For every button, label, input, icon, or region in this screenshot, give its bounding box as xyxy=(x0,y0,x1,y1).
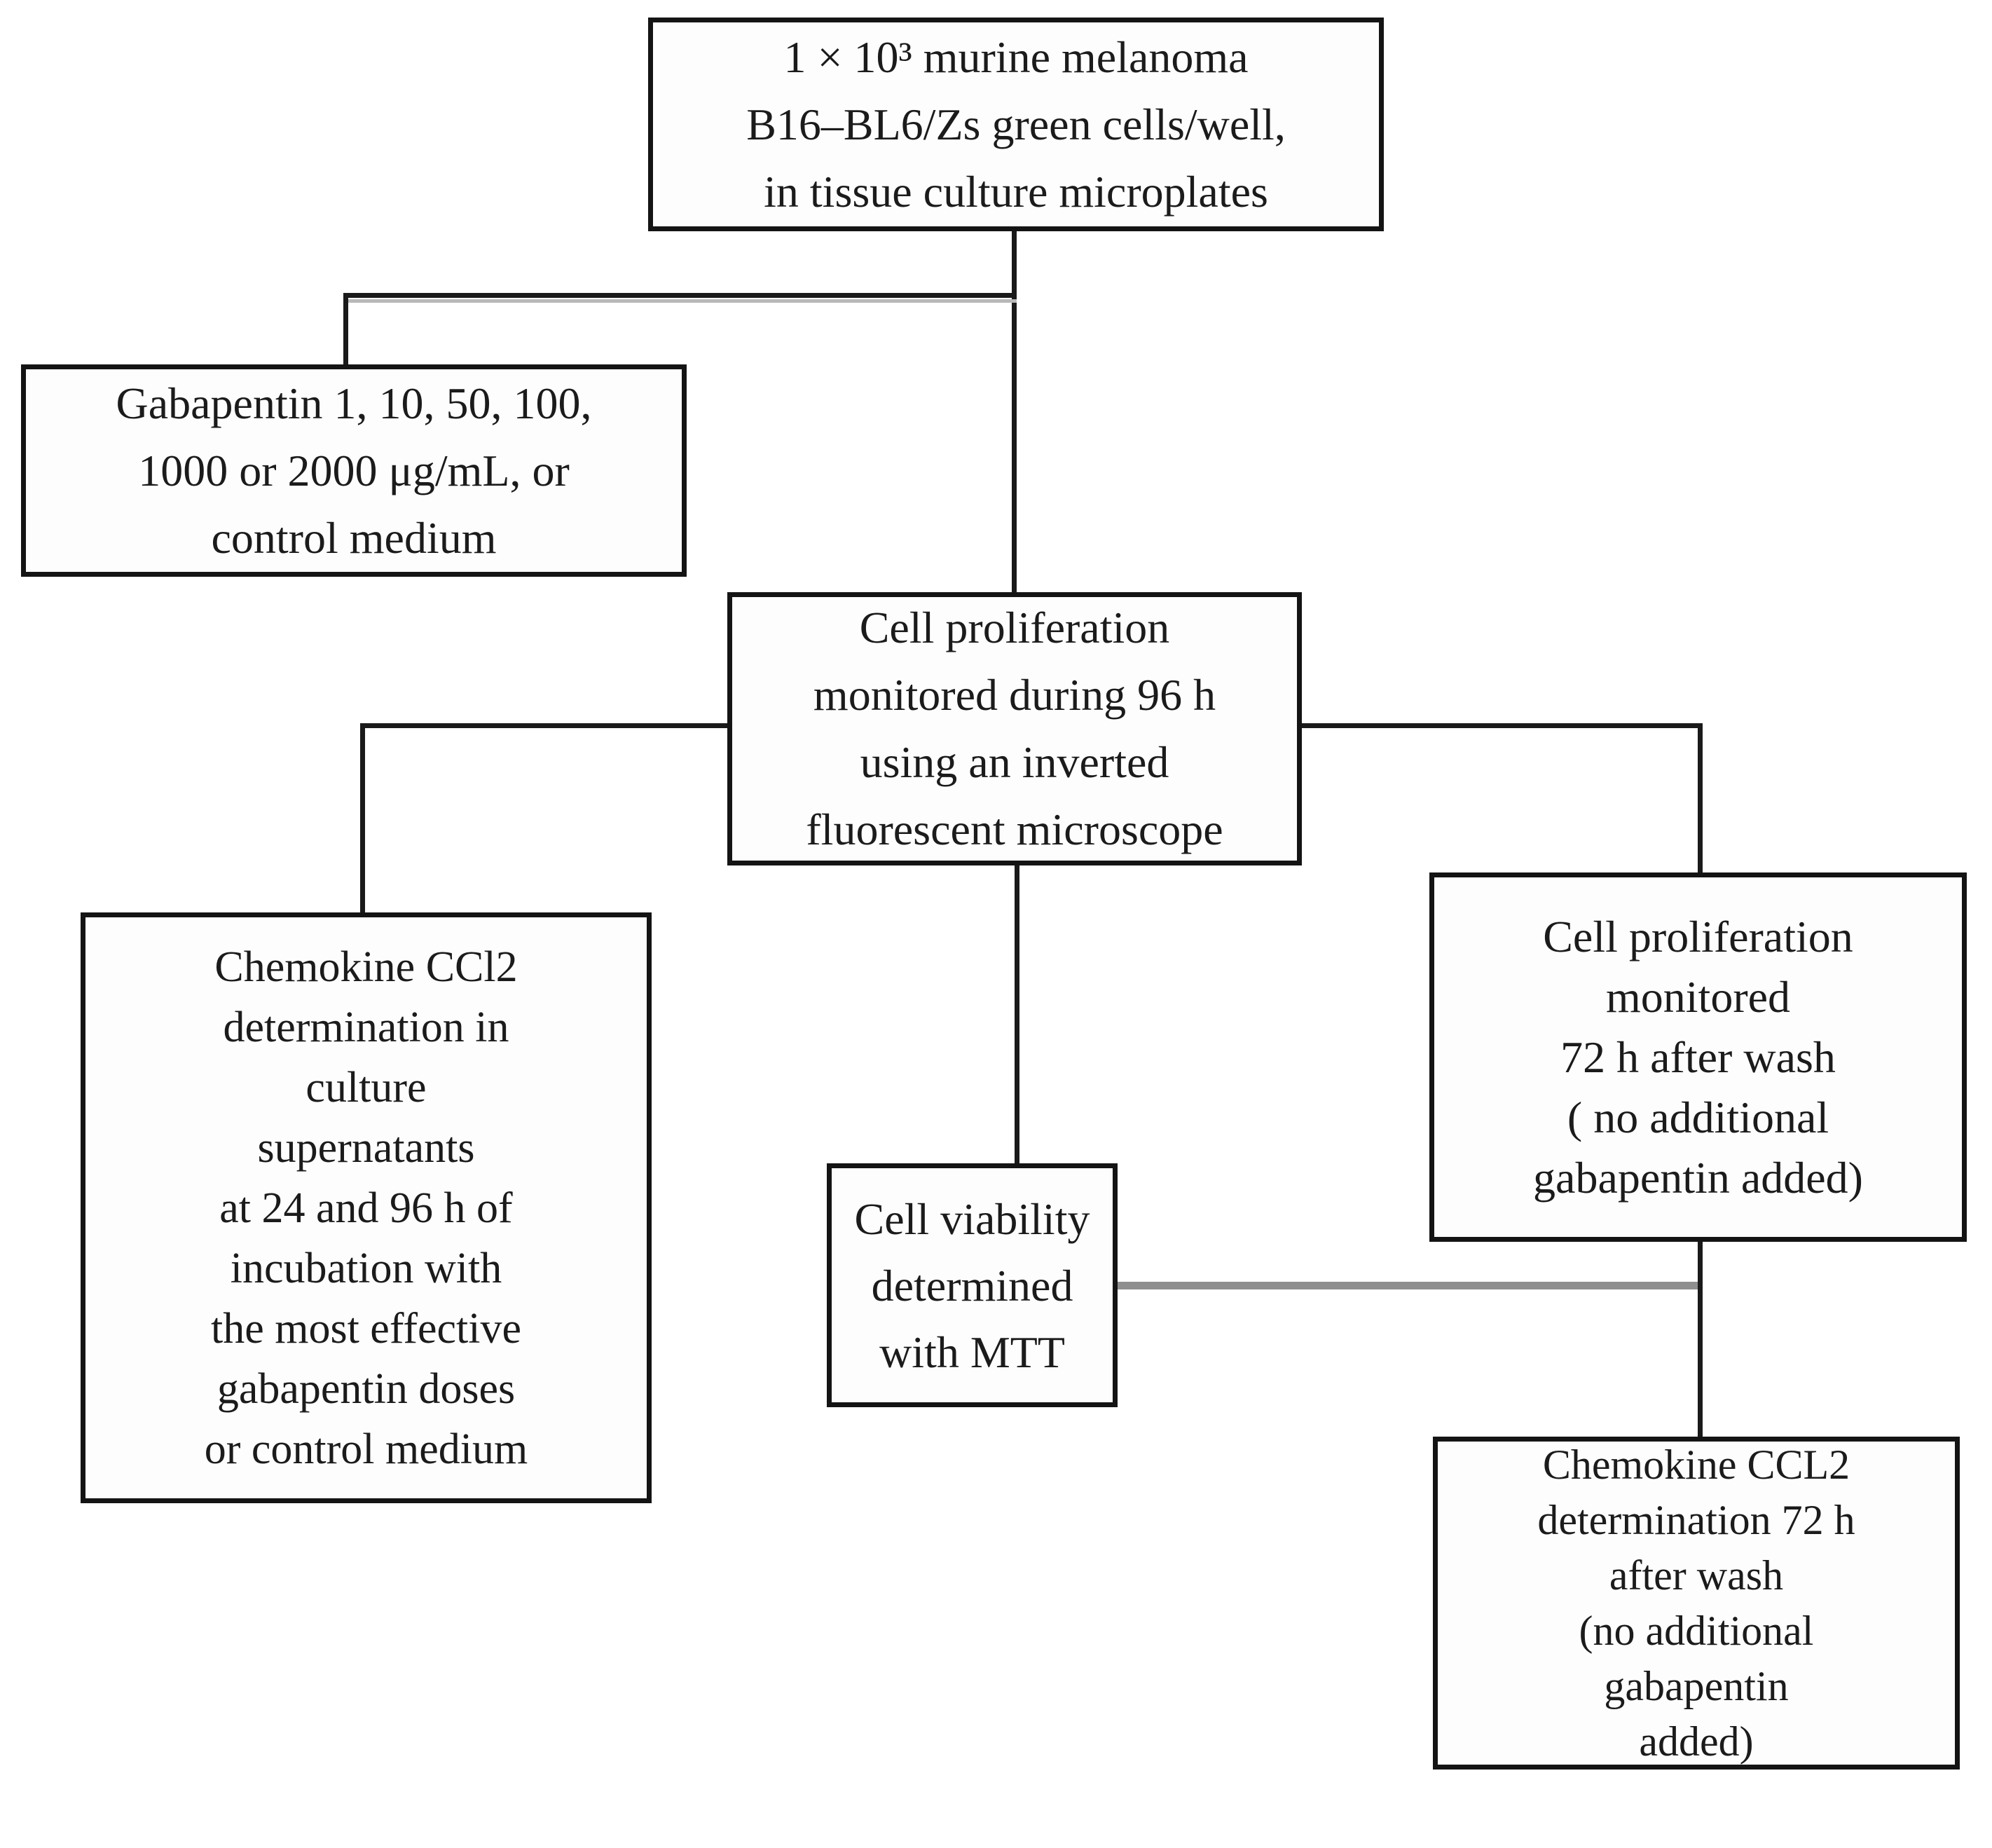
node-text-line: incubation with xyxy=(230,1244,502,1292)
node-proliferation-96h: Cell proliferation monitored during 96 h… xyxy=(727,592,1302,865)
node-text-line: monitored during 96 h xyxy=(813,670,1216,720)
node-seeding-cells: 1 × 10³ murine melanoma B16–BL6/Zs green… xyxy=(648,18,1384,231)
node-text-line: using an inverted xyxy=(860,737,1169,787)
node-text-line: 1000 or 2000 μg/mL, or xyxy=(138,445,570,495)
node-text-line: determination 72 h xyxy=(1537,1496,1855,1543)
node-text-line: added) xyxy=(1639,1718,1754,1765)
node-text-line: gabapentin added) xyxy=(1533,1152,1863,1203)
connector-center-to-wash-v xyxy=(1698,723,1703,872)
node-text-line: 1 × 10³ murine melanoma xyxy=(783,32,1249,82)
connector-top-to-center xyxy=(1012,230,1017,594)
node-text-line: B16–BL6/Zs green cells/well, xyxy=(746,99,1286,149)
node-ccl2-determination-after-wash: Chemokine CCL2 determination 72 h after … xyxy=(1433,1437,1960,1770)
node-text-line: Cell proliferation xyxy=(1543,911,1853,961)
node-gabapentin-doses: Gabapentin 1, 10, 50, 100, 1000 or 2000 … xyxy=(21,364,687,577)
node-text-line: determined xyxy=(871,1260,1073,1310)
node-text-line: in tissue culture microplates xyxy=(764,166,1268,217)
node-text-line: (no additional xyxy=(1579,1607,1814,1654)
connector-center-to-ccl2early-v xyxy=(360,723,365,912)
node-text-line: after wash xyxy=(1609,1552,1784,1599)
node-text-line: 72 h after wash xyxy=(1560,1032,1836,1082)
connector-center-to-ccl2early-h xyxy=(360,723,727,728)
node-text-line: Gabapentin 1, 10, 50, 100, xyxy=(116,378,592,428)
node-text-line: with MTT xyxy=(879,1327,1065,1377)
connector-mtt-to-wash-gray xyxy=(1118,1282,1701,1289)
connector-center-to-mtt-v xyxy=(1015,865,1019,1163)
node-text-line: determination in xyxy=(223,1003,509,1051)
node-text-line: the most effective xyxy=(210,1304,522,1353)
node-text-line: fluorescent microscope xyxy=(806,805,1223,854)
node-text-line: monitored xyxy=(1605,971,1791,1022)
node-text-line: at 24 and 96 h of xyxy=(219,1184,513,1232)
node-text-line: gabapentin xyxy=(1604,1662,1789,1709)
node-text-line: control medium xyxy=(211,512,497,563)
node-text-line: Chemokine CCl2 xyxy=(214,943,518,991)
node-text-line: culture xyxy=(305,1063,427,1111)
connector-center-to-wash-h xyxy=(1302,723,1703,728)
node-text-line: or control medium xyxy=(204,1425,528,1473)
connector-branch-gabapentin-shadow xyxy=(343,299,1017,303)
node-text-line: Cell viability xyxy=(854,1193,1090,1244)
node-mtt-viability: Cell viability determined with MTT xyxy=(827,1163,1118,1407)
connector-branch-gabapentin-h xyxy=(343,293,1017,298)
node-text-line: Cell proliferation xyxy=(859,603,1170,652)
node-ccl2-determination-24-96h: Chemokine CCl2 determination in culture … xyxy=(81,912,652,1503)
connector-branch-gabapentin-v xyxy=(343,293,348,364)
node-text-line: ( no additional xyxy=(1567,1092,1829,1142)
connector-wash-to-ccl2wash-v xyxy=(1698,1242,1703,1437)
node-text-line: gabapentin doses xyxy=(217,1364,516,1413)
node-proliferation-after-wash: Cell proliferation monitored 72 h after … xyxy=(1429,872,1967,1242)
node-text-line: Chemokine CCL2 xyxy=(1542,1441,1850,1488)
node-text-line: supernatants xyxy=(257,1123,475,1172)
